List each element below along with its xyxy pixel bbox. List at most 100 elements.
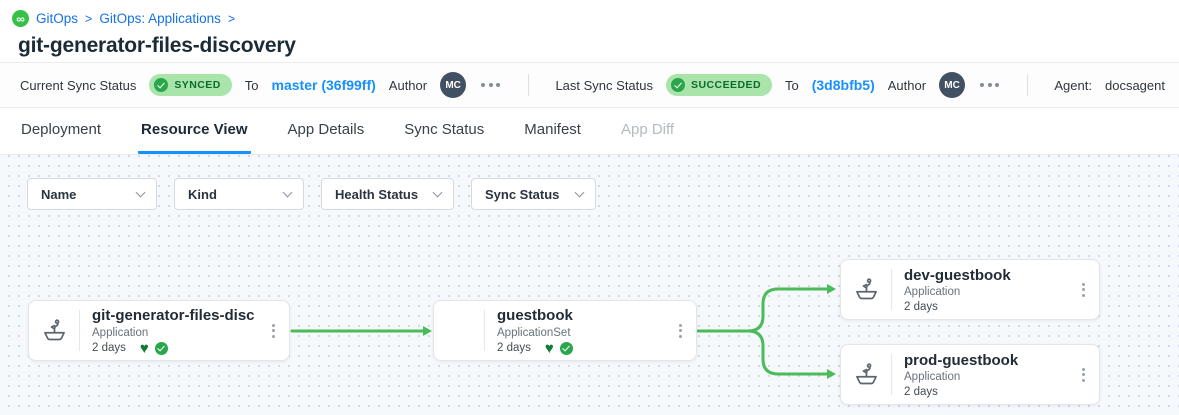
tab-resource-view[interactable]: Resource View <box>138 108 251 154</box>
last-commit-link[interactable]: (3d8bfb5) <box>811 77 875 93</box>
to-label: To <box>785 77 799 93</box>
tab-app-details[interactable]: App Details <box>287 121 365 138</box>
node-kind: ApplicationSet <box>497 326 571 339</box>
last-sync-group: Last Sync Status SUCCEEDED To (3d8bfb5) … <box>555 72 1001 98</box>
synced-check-icon <box>559 341 573 355</box>
tab-manifest[interactable]: Manifest <box>524 121 581 138</box>
node-kind: Application <box>92 326 149 339</box>
node-git-generator-files-discovery[interactable]: git-generator-files-disco... Application… <box>28 300 290 361</box>
current-commit-link[interactable]: master (36f99ff) <box>271 77 376 93</box>
application-ship-icon <box>841 345 891 404</box>
application-ship-icon <box>29 301 79 360</box>
node-age: 2 days <box>904 301 938 314</box>
filter-sync-status-dropdown[interactable]: Sync Status <box>471 178 596 210</box>
arrowhead-icon <box>827 369 836 379</box>
author-label: Author <box>388 77 428 93</box>
chevron-down-icon <box>282 187 293 198</box>
node-icon-placeholder <box>434 301 484 360</box>
node-kind: Application <box>904 371 961 384</box>
node-dev-guestbook[interactable]: dev-guestbook Application 2 days <box>840 259 1100 320</box>
check-circle-icon <box>154 78 169 92</box>
kebab-menu-icon[interactable] <box>664 301 696 360</box>
author-avatar[interactable]: MC <box>939 72 966 98</box>
node-meta: 2 days ♥ <box>92 339 255 357</box>
page-header: ∞ GitOps > GitOps: Applications > git-ge… <box>0 0 1179 62</box>
tab-bar: Deployment Resource View App Details Syn… <box>0 108 1179 155</box>
divider <box>891 354 892 395</box>
node-guestbook[interactable]: guestbook ApplicationSet 2 days ♥ <box>433 300 697 361</box>
breadcrumb-separator: > <box>85 11 93 26</box>
node-age: 2 days <box>904 386 938 399</box>
node-age: 2 days <box>92 342 126 355</box>
chevron-down-icon <box>432 187 443 198</box>
page-title: git-generator-files-discovery <box>18 34 296 57</box>
sync-status-bar: Current Sync Status SYNCED To master (36… <box>0 62 1179 108</box>
agent-value: docsagent <box>1104 77 1165 93</box>
divider <box>79 310 80 351</box>
gitops-infinity-icon: ∞ <box>12 10 29 27</box>
kebab-menu-icon[interactable] <box>257 301 289 360</box>
node-meta: 2 days <box>904 386 1065 398</box>
node-title: git-generator-files-disco... <box>92 307 255 324</box>
filter-label: Health Status <box>335 186 419 202</box>
breadcrumb-link-gitops[interactable]: GitOps <box>36 11 79 26</box>
resource-graph: Name Kind Health Status Sync Status <box>0 155 1179 415</box>
agent-group: Agent: docsagent <box>1054 78 1165 93</box>
current-sync-status-label: Current Sync Status <box>20 77 137 93</box>
to-label: To <box>244 77 259 93</box>
application-ship-icon <box>841 260 891 319</box>
node-kind: Application <box>904 286 961 299</box>
divider <box>528 74 530 96</box>
tab-sync-status[interactable]: Sync Status <box>404 121 485 138</box>
edge-guestbook-to-prod <box>746 329 829 376</box>
last-sync-status-badge: SUCCEEDED <box>666 74 772 96</box>
author-avatar[interactable]: MC <box>440 72 467 98</box>
filter-name-dropdown[interactable]: Name <box>27 178 157 210</box>
node-prod-guestbook[interactable]: prod-guestbook Application 2 days <box>840 344 1100 405</box>
more-options-icon[interactable] <box>978 79 1001 91</box>
node-title: dev-guestbook <box>904 266 1011 284</box>
filter-label: Name <box>41 186 77 202</box>
divider <box>484 310 485 351</box>
filter-kind-dropdown[interactable]: Kind <box>174 178 304 210</box>
node-body: dev-guestbook Application 2 days <box>892 260 1067 319</box>
breadcrumb-separator: > <box>227 11 236 26</box>
filter-label: Kind <box>188 186 217 202</box>
node-title: guestbook <box>497 307 573 324</box>
node-title: prod-guestbook <box>904 351 1019 369</box>
chevron-down-icon <box>135 187 146 198</box>
agent-label: Agent: <box>1054 77 1092 93</box>
health-heart-icon: ♥ <box>139 339 149 357</box>
more-options-icon[interactable] <box>479 79 502 91</box>
arrowhead-icon <box>827 284 836 294</box>
divider <box>1027 74 1029 96</box>
health-heart-icon: ♥ <box>544 339 554 357</box>
divider <box>891 269 892 310</box>
current-sync-status-value: SYNCED <box>174 79 221 91</box>
arrowhead-icon <box>423 326 432 336</box>
node-body: guestbook ApplicationSet 2 days ♥ <box>485 301 664 360</box>
current-sync-group: Current Sync Status SYNCED To master (36… <box>20 72 502 98</box>
tab-app-diff: App Diff <box>620 121 675 138</box>
breadcrumb-link-applications[interactable]: GitOps: Applications <box>99 11 221 26</box>
kebab-menu-icon[interactable] <box>1067 260 1099 319</box>
kebab-menu-icon[interactable] <box>1067 345 1099 404</box>
last-sync-status-value: SUCCEEDED <box>691 79 761 91</box>
filter-label: Sync Status <box>485 186 560 202</box>
node-body: git-generator-files-disco... Application… <box>80 301 257 360</box>
node-meta: 2 days ♥ <box>497 339 662 357</box>
filter-health-status-dropdown[interactable]: Health Status <box>321 178 454 210</box>
node-meta: 2 days <box>904 301 1065 313</box>
check-circle-icon <box>671 78 686 92</box>
node-age: 2 days <box>497 342 531 355</box>
breadcrumb: ∞ GitOps > GitOps: Applications > <box>12 10 1163 27</box>
tab-deployment[interactable]: Deployment <box>21 121 102 138</box>
edge-guestbook-to-dev <box>746 287 829 333</box>
synced-check-icon <box>154 341 168 355</box>
last-sync-status-label: Last Sync Status <box>555 77 654 93</box>
author-label: Author <box>887 77 927 93</box>
node-body: prod-guestbook Application 2 days <box>892 345 1067 404</box>
graph-filter-row: Name Kind Health Status Sync Status <box>27 178 596 210</box>
chevron-down-icon <box>574 187 585 198</box>
current-sync-status-badge: SYNCED <box>149 74 232 96</box>
